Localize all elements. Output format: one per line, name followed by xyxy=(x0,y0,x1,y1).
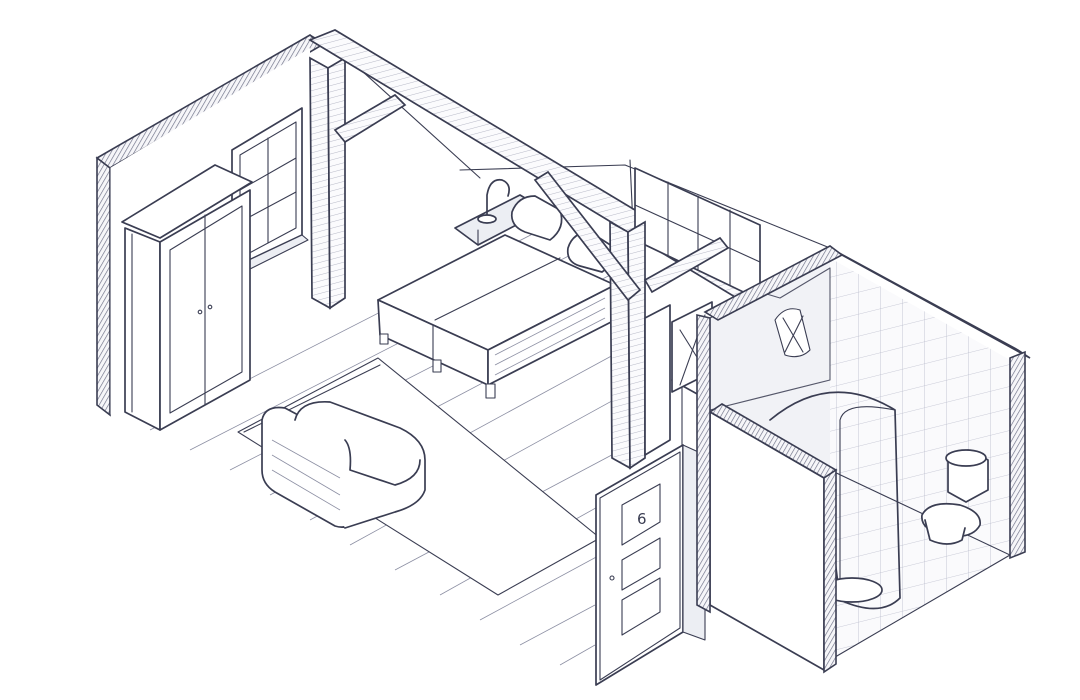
door-number-panel xyxy=(621,483,661,546)
door-number: 6 xyxy=(637,510,647,528)
front-wall-caps xyxy=(696,245,844,614)
armchair-shading xyxy=(271,439,341,511)
double-bed xyxy=(377,178,616,399)
bed-cover-shading xyxy=(494,297,606,376)
bathroom xyxy=(708,247,1031,674)
left-roof-post xyxy=(309,56,407,310)
wardrobe xyxy=(121,164,253,431)
toilet xyxy=(921,449,989,545)
armchair xyxy=(261,400,426,529)
center-roof-post xyxy=(533,170,730,470)
